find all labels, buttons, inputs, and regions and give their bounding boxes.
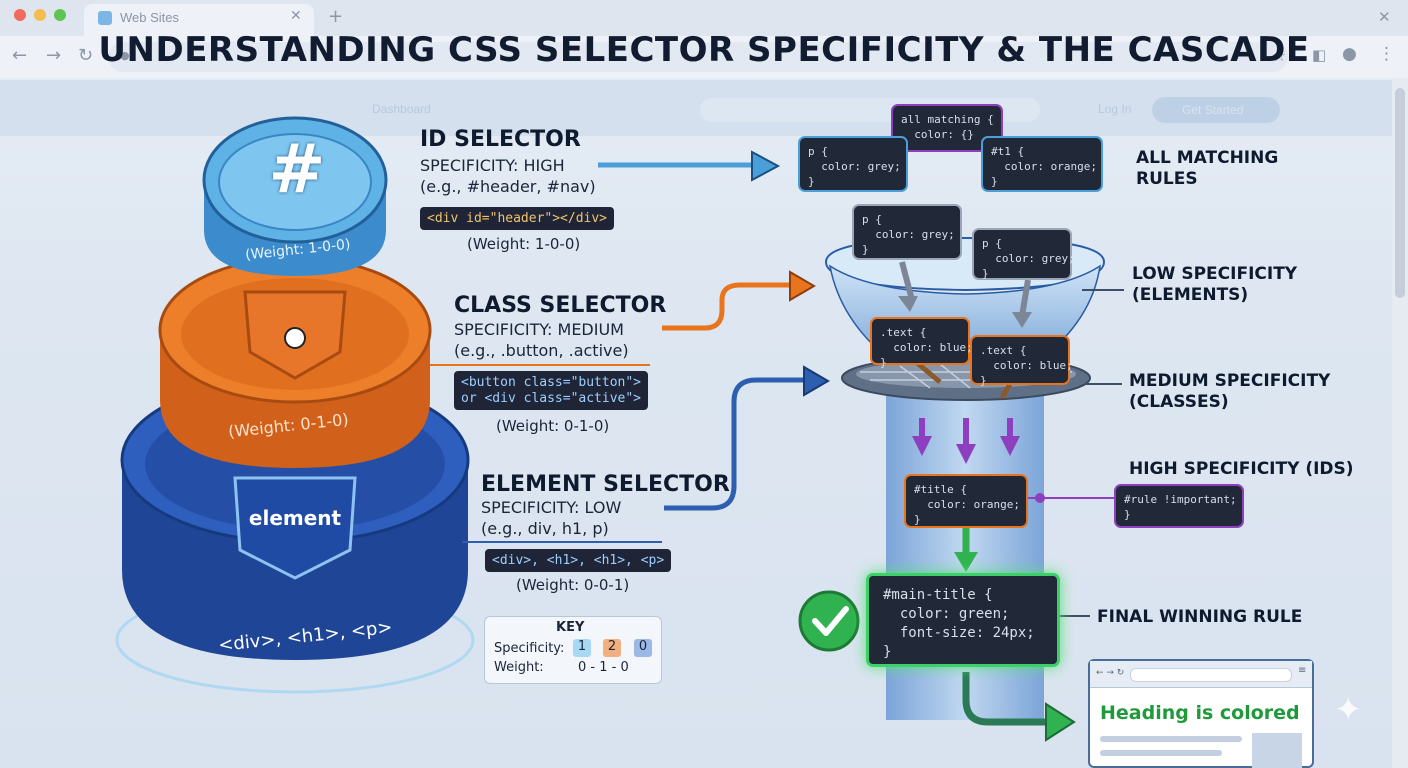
key-id-badge: 1	[573, 639, 591, 657]
element-stack-label: element	[248, 506, 342, 530]
specificity-stack	[115, 116, 475, 694]
code-box-t1: #t1 { color: orange; }	[981, 136, 1103, 192]
label-final-winning-rule: FINAL WINNING RULE	[1097, 607, 1303, 627]
label-high-specificity: HIGH SPECIFICITY (IDS)	[1129, 459, 1354, 479]
address-bar[interactable]	[108, 42, 1288, 72]
id-hash-icon: #	[268, 130, 326, 209]
class-selector-code-2: or <div class="active">	[454, 390, 649, 410]
background-cta-button	[1152, 97, 1280, 123]
result-window-nav-icons: ← → ↻	[1096, 668, 1125, 678]
browser-tab[interactable]	[84, 4, 314, 36]
page-title: UNDERSTANDING CSS SELECTOR SPECIFICITY &…	[98, 30, 1310, 70]
class-selector-specificity: SPECIFICITY: MEDIUM	[454, 320, 624, 339]
reload-icon[interactable]: ↻	[78, 45, 94, 66]
lock-icon: ●	[120, 49, 130, 62]
background-cta-label: Get Started	[1182, 103, 1244, 117]
result-text-line-2	[1100, 750, 1222, 756]
element-selector-specificity: SPECIFICITY: LOW	[481, 498, 622, 517]
code-box-title: #title { color: orange; }	[904, 474, 1028, 528]
code-box-p-1: p { color: grey; }	[798, 136, 908, 192]
class-selector-examples: (e.g., .button, .active)	[454, 341, 629, 360]
key-element-badge: 0	[634, 639, 652, 657]
result-window-address-bar	[1130, 668, 1292, 682]
profile-icon[interactable]: ●	[1342, 44, 1357, 64]
minimize-window-dot[interactable]	[34, 9, 46, 21]
sparkle-icon: ✦	[1334, 690, 1363, 730]
result-text-line-1	[1100, 736, 1242, 742]
bookmark-star-icon[interactable]: ☆	[1272, 46, 1287, 65]
key-specificity-label: Specificity:	[494, 641, 565, 656]
key-weight-label: Weight:	[494, 660, 544, 675]
element-shield-icon	[233, 476, 357, 580]
element-selector-weight: (Weight: 0-0-1)	[516, 576, 630, 594]
result-arrow	[962, 672, 1048, 726]
close-window-dot[interactable]	[14, 9, 26, 21]
element-selector-underline	[462, 541, 662, 543]
key-class-badge: 2	[603, 639, 621, 657]
class-arrow	[662, 282, 792, 331]
id-selector-weight: (Weight: 1-0-0)	[467, 235, 581, 253]
id-selector-title: ID SELECTOR	[420, 127, 581, 152]
element-arrow	[664, 377, 806, 511]
label-low-specificity: LOW SPECIFICITY (ELEMENTS)	[1132, 264, 1298, 305]
code-box-important: #rule !important; }	[1114, 484, 1244, 528]
result-image-placeholder	[1252, 733, 1302, 768]
code-box-text-2: .text { color: blue; }	[970, 335, 1073, 387]
window-close-icon[interactable]: ✕	[1378, 8, 1391, 26]
scrollbar-thumb[interactable]	[1395, 88, 1405, 298]
forward-icon[interactable]: →	[46, 45, 62, 66]
class-selector-title: CLASS SELECTOR	[454, 293, 667, 318]
code-box-p-3: p { color: grey; }	[972, 228, 1075, 280]
tab-favicon-icon	[98, 11, 112, 25]
element-selector-title: ELEMENT SELECTOR	[481, 472, 730, 497]
id-selector-code: <div id="header"></div>	[420, 207, 615, 230]
class-selector-code-1: <button class="button">	[454, 371, 649, 391]
back-icon[interactable]: ←	[12, 45, 28, 66]
final-winning-rule-code: #main-title { color: green; font-size: 2…	[866, 573, 1060, 667]
label-medium-specificity: MEDIUM SPECIFICITY (CLASSES)	[1129, 371, 1331, 412]
tab-close-icon[interactable]: ✕	[290, 8, 302, 24]
label-all-matching-rules: ALL MATCHING RULES	[1136, 148, 1279, 189]
key-weight-values: 0 - 1 - 0	[578, 660, 629, 675]
id-selector-specificity: SPECIFICITY: HIGH	[420, 156, 565, 175]
tab-title: Web Sites	[120, 10, 180, 25]
menu-icon[interactable]: ⋮	[1378, 44, 1395, 64]
background-dashboard-link: Dashboard	[372, 102, 431, 116]
maximize-window-dot[interactable]	[54, 9, 66, 21]
element-selector-code: <div>, <h1>, <h1>, <p>	[485, 549, 672, 572]
sidebar-icon[interactable]: ◧	[1312, 46, 1327, 64]
result-heading: Heading is colored	[1100, 702, 1300, 724]
checkmark-icon	[798, 590, 860, 652]
class-selector-underline	[430, 364, 650, 366]
element-selector-examples: (e.g., div, h1, p)	[481, 519, 609, 538]
result-window-menu-icon: ≡	[1298, 665, 1307, 676]
code-box-text-1: .text { color: blue; }	[870, 317, 973, 369]
id-selector-examples: (e.g., #header, #nav)	[420, 177, 596, 196]
class-selector-weight: (Weight: 0-1-0)	[496, 417, 610, 435]
code-box-all-matching: all matching { color: {}	[891, 104, 1003, 152]
background-login-link: Log In	[1098, 102, 1132, 116]
code-box-p-2: p { color: grey; }	[852, 204, 962, 260]
key-title: KEY	[556, 620, 585, 635]
new-tab-icon[interactable]: +	[328, 6, 344, 27]
